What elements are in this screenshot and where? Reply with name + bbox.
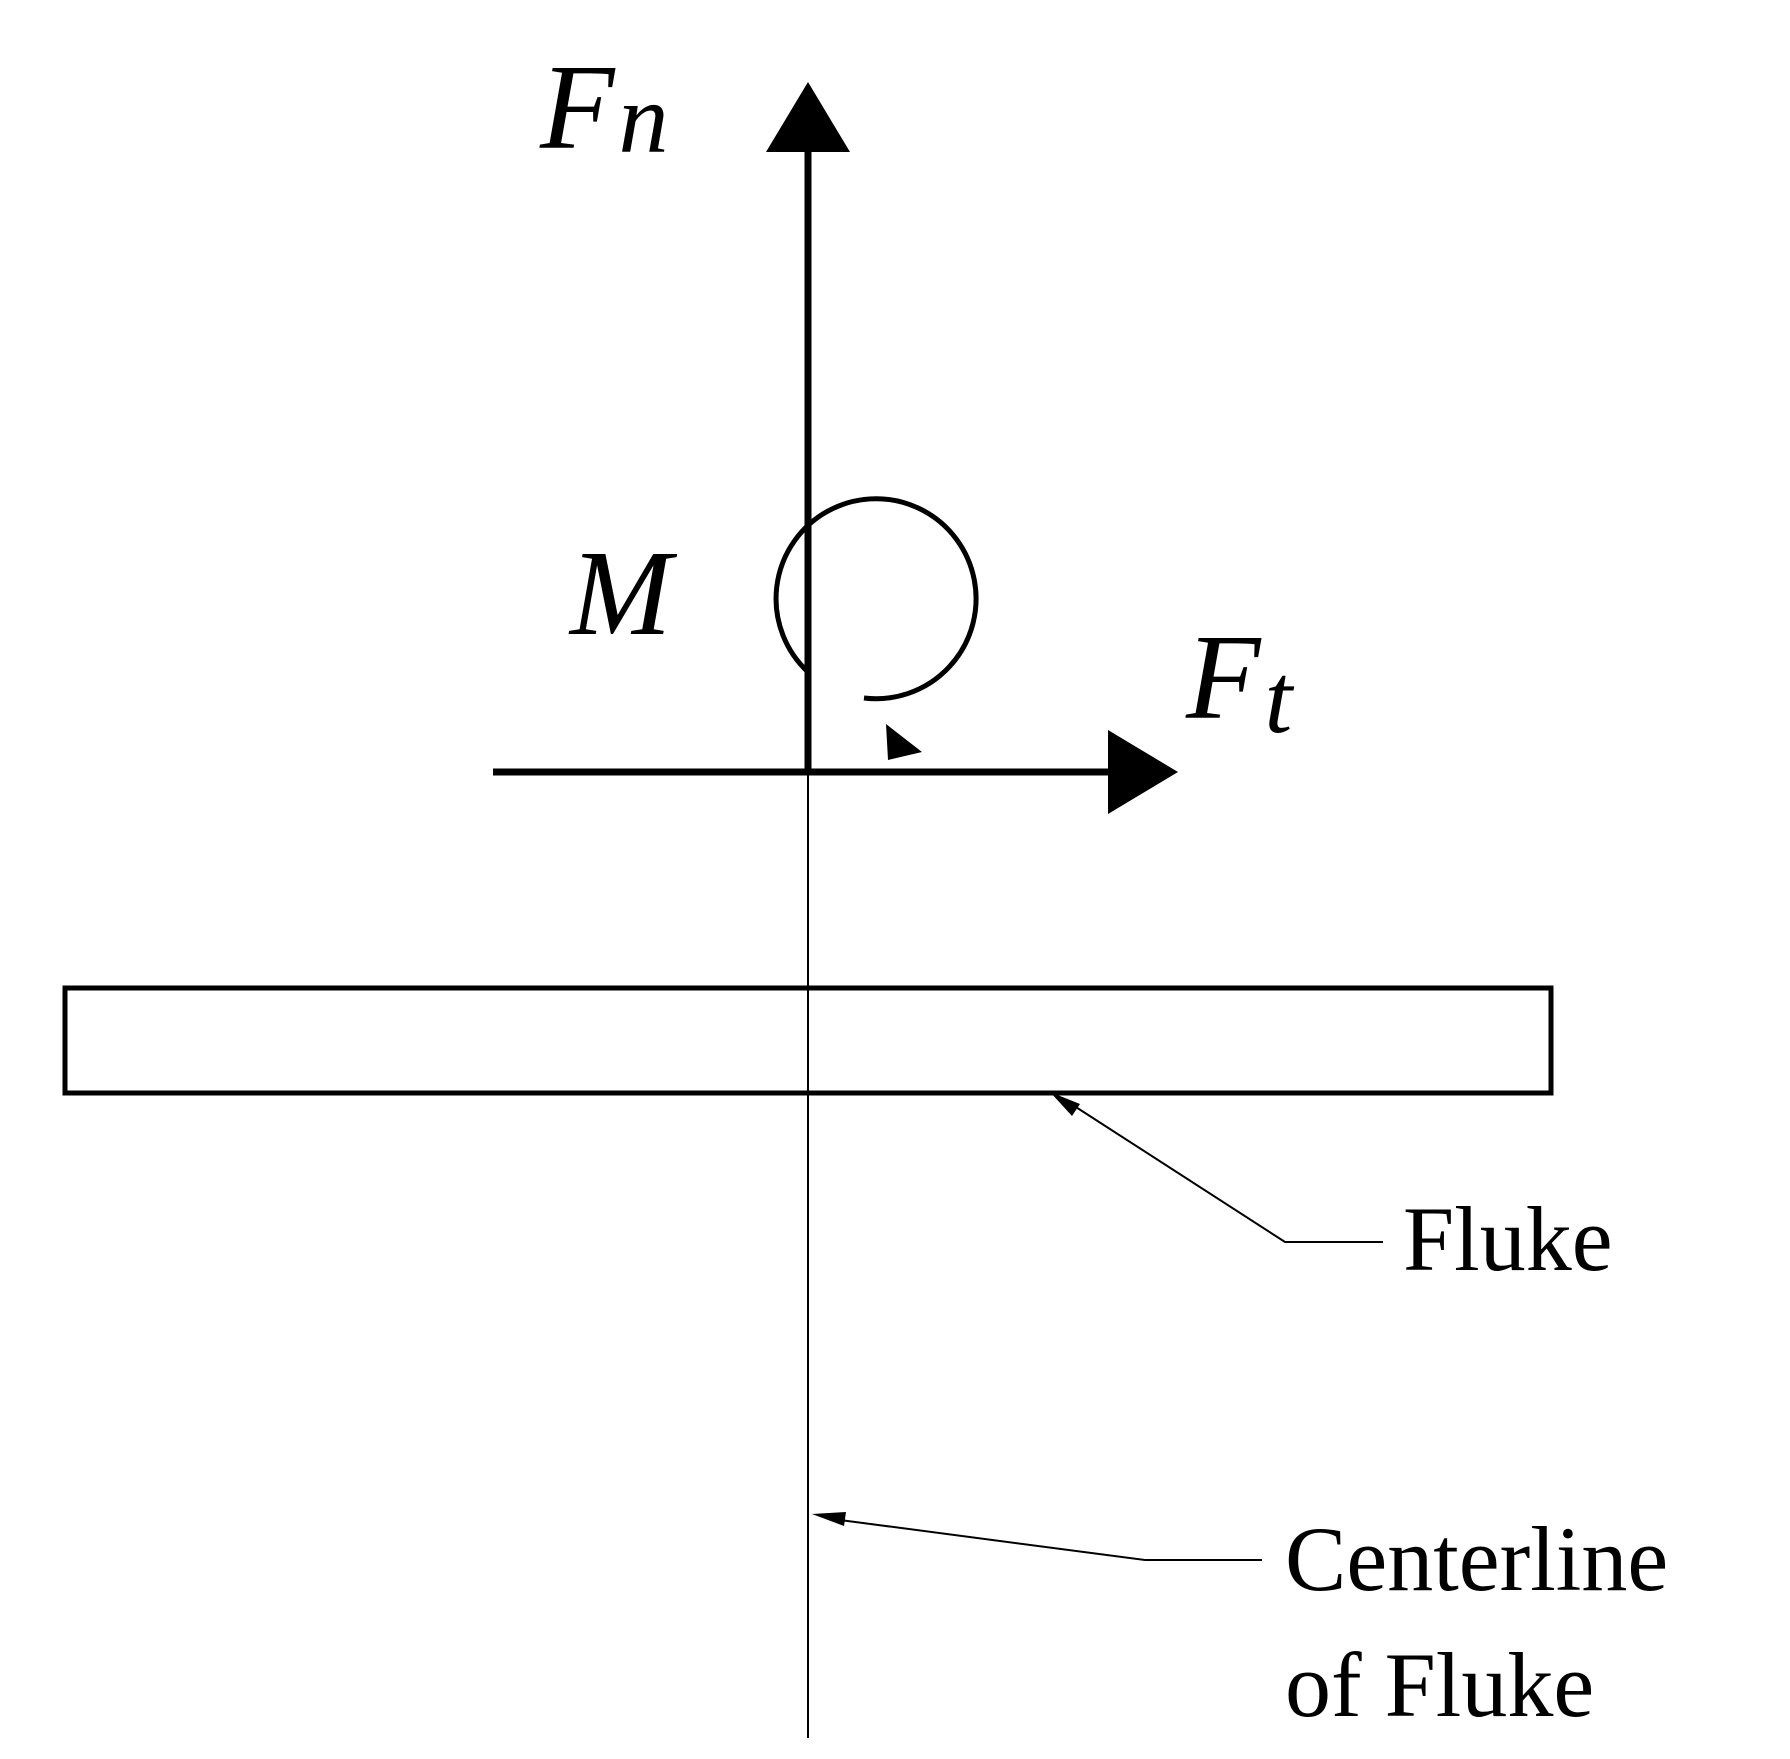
fluke-leader-arrowhead <box>1050 1092 1080 1116</box>
moment-arrowhead <box>886 724 922 760</box>
centerline-leader-arrowhead <box>812 1512 846 1526</box>
normal-force-label: Fn <box>539 40 669 175</box>
normal-force-arrowhead <box>766 82 850 152</box>
moment-circle <box>773 496 979 702</box>
centerline-label-line2: of Fluke <box>1285 1634 1594 1736</box>
fluke-label: Fluke <box>1403 1188 1613 1290</box>
centerline-label-line1: Centerline <box>1285 1508 1668 1610</box>
tangential-force-arrowhead <box>1108 730 1178 814</box>
fluke-leader-line <box>1064 1099 1383 1243</box>
centerline-leader-line <box>839 1519 1262 1561</box>
moment-label: M <box>568 526 678 661</box>
tangential-force-label: Ft <box>1185 610 1295 754</box>
fluke-plate <box>62 985 1554 1096</box>
